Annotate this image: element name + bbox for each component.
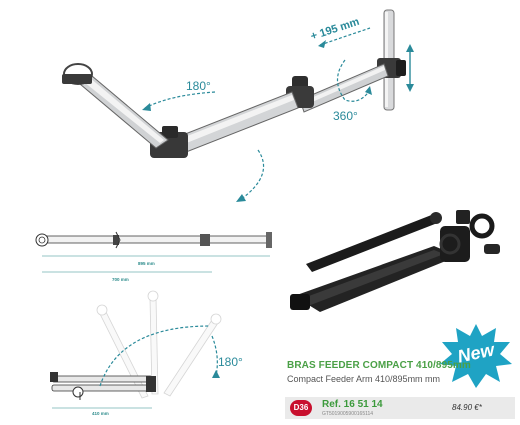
product-photo <box>290 210 500 312</box>
dim-main-label: 895 mm <box>138 261 155 266</box>
extension-label: + 195 mm <box>309 16 361 43</box>
rotation-left-label: 180° <box>186 79 211 93</box>
dim-total-label: 700 mm <box>112 277 129 282</box>
catalog-badge: D36 <box>290 400 312 416</box>
barcode-number: GT5019005900165114 <box>322 411 374 417</box>
new-badge-icon <box>440 324 512 388</box>
arm-fold-diagram: 180° 410 mm <box>50 290 243 416</box>
reference-bar <box>285 397 515 419</box>
arm-flat-diagram: 895 mm 700 mm <box>35 231 272 282</box>
price: 84.90 €* <box>452 403 482 412</box>
arm-3d-diagram: + 195 mm 180° 360° <box>62 9 414 202</box>
fold-dim-label: 410 mm <box>92 411 109 416</box>
rotation-right-label: 360° <box>333 109 358 123</box>
product-title: BRAS FEEDER COMPACT 410/895mm <box>287 360 471 371</box>
reference-number: Ref. 16 51 14 <box>322 399 383 410</box>
fold-rotation-label: 180° <box>218 355 243 369</box>
product-subtitle: Compact Feeder Arm 410/895mm mm <box>287 374 441 384</box>
